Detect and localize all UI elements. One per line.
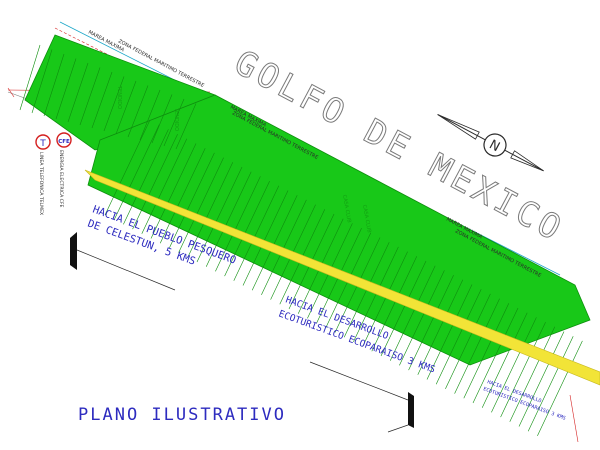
lot-line <box>141 138 188 234</box>
lot-line <box>399 270 445 366</box>
lot-line <box>215 176 261 272</box>
lot-line <box>380 260 427 357</box>
lot-block-main <box>87 94 591 366</box>
lot-line <box>463 303 510 399</box>
lot-line <box>31 49 53 114</box>
lot-line <box>104 119 151 216</box>
lot-line <box>481 312 528 408</box>
lot-line <box>224 180 270 277</box>
lot-line <box>196 166 243 263</box>
lot-line <box>261 199 307 296</box>
north-arrow-icon: N <box>437 114 544 172</box>
direction-arrow-ecoparaiso <box>309 361 414 433</box>
direction-arrow-celestun <box>70 232 176 291</box>
road <box>84 169 600 386</box>
lot-line <box>150 143 197 239</box>
telephone-marker-icon: T <box>35 134 51 150</box>
lot-line <box>43 53 65 117</box>
lot-line <box>491 317 537 413</box>
east-edge-marks <box>7 87 579 443</box>
club-label-1: CASA CLUB <box>341 194 352 223</box>
lot-line <box>417 279 464 375</box>
lot-line <box>362 251 408 347</box>
lot-division-lines <box>19 44 583 437</box>
lot-line <box>472 307 519 404</box>
lot-line <box>509 326 556 422</box>
lot-line <box>151 94 173 144</box>
lot-line <box>169 152 215 249</box>
lot-line <box>537 340 583 437</box>
lot-line <box>435 289 482 385</box>
lot-line <box>103 76 125 132</box>
lot-line <box>55 58 77 120</box>
club-label-2: CASA CLUB <box>361 204 372 233</box>
lot-line <box>67 62 89 123</box>
lot-line <box>518 331 565 427</box>
lot-line <box>115 80 137 135</box>
lot-line <box>113 124 160 220</box>
telephone-marker-letter: T <box>39 139 46 149</box>
lot-line <box>242 190 289 286</box>
lot-line <box>178 157 224 253</box>
lot-line <box>408 274 454 371</box>
lot-line <box>127 85 149 138</box>
plan-title: PLANO ILUSTRATIVO <box>78 405 286 425</box>
electricity-marker-letter: CFE <box>58 139 70 145</box>
lot-line <box>132 133 178 230</box>
electricity-marker-icon: CFE <box>56 132 72 148</box>
lot-line <box>139 89 161 141</box>
lot-line <box>187 162 234 258</box>
lot-line <box>79 67 101 126</box>
lot-line <box>454 298 500 394</box>
lot-line <box>500 321 546 418</box>
lot-line <box>205 171 252 267</box>
lot-line <box>426 284 473 380</box>
tendido-label-1: TENDIDO <box>116 85 122 109</box>
lot-line <box>233 185 280 281</box>
lot-line <box>123 129 169 225</box>
lot-line <box>159 148 206 244</box>
lot-line <box>445 293 491 390</box>
lot-line <box>91 71 113 129</box>
lot-line <box>353 246 399 343</box>
electricity-marker-caption: ENERGIA ELECTRICA CFE <box>58 150 64 208</box>
telephone-marker-caption: LINEA TELEFONICA TELMEX <box>38 152 44 215</box>
lot-line <box>163 98 185 147</box>
lot-line <box>251 195 298 291</box>
lot-line <box>175 103 197 150</box>
lot-line <box>19 44 41 111</box>
tendido-label-2: TENDIDO <box>173 107 179 131</box>
lot-line <box>389 265 436 361</box>
lot-line <box>371 256 418 352</box>
lot-line <box>527 336 574 432</box>
